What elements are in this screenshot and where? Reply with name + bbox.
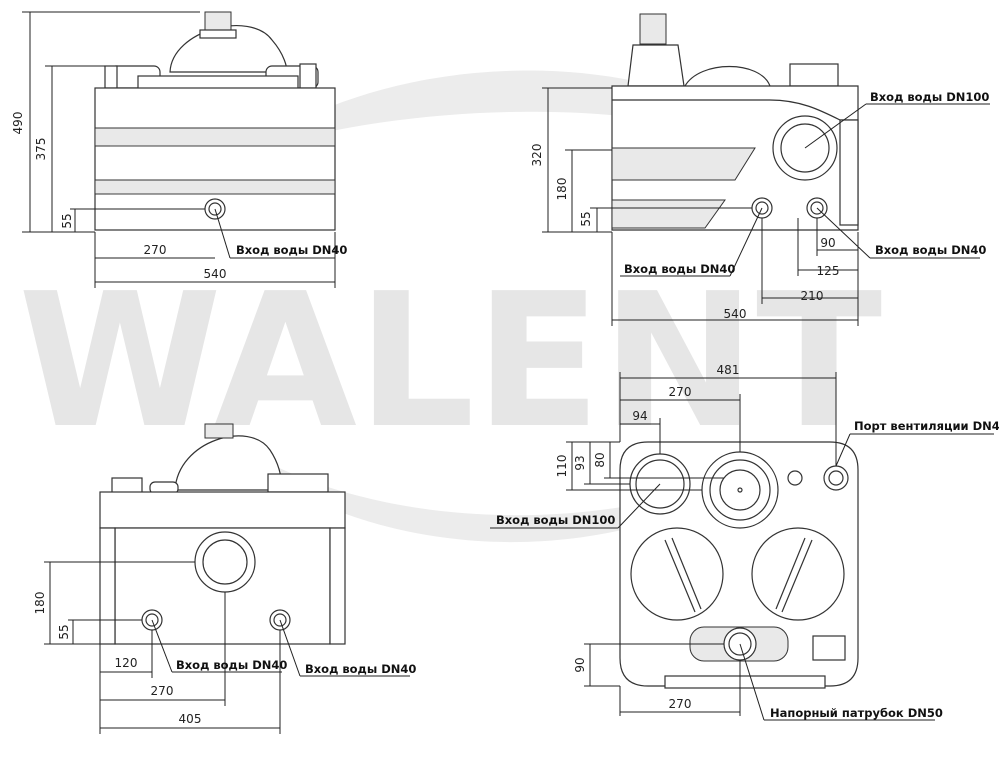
callout-side-dn100: Вход воды DN100: [870, 90, 989, 104]
dim-back-120: 120: [115, 656, 138, 670]
dim-front-375: 375: [34, 138, 48, 161]
callout-top-vent: Порт вентиляции DN40: [854, 419, 999, 433]
dim-side-55: 55: [579, 211, 593, 226]
dim-front-270: 270: [144, 243, 167, 257]
dim-side-90: 90: [820, 236, 835, 250]
side-view: 320 180 55 90 125 210 540 Вход воды DN10…: [530, 13, 990, 326]
dim-back-55: 55: [57, 624, 71, 639]
dim-top-270: 270: [669, 385, 692, 399]
top-view: 481 270 94 110 93 80 90 270 Порт вентиля…: [490, 363, 999, 721]
dim-side-180: 180: [555, 178, 569, 201]
dim-top-110: 110: [555, 455, 569, 478]
callout-top-dn50: Напорный патрубок DN50: [770, 706, 943, 720]
callout-top-dn100: Вход воды DN100: [496, 513, 615, 527]
callout-front-inlet: Вход воды DN40: [236, 243, 347, 257]
dim-back-180: 180: [33, 592, 47, 615]
callout-back-dn40-b: Вход воды DN40: [305, 662, 416, 676]
dim-top-94: 94: [632, 409, 647, 423]
front-view: 490 375 55 270 540 Вход воды DN40: [11, 11, 347, 288]
back-view: 180 55 120 270 405 Вход воды DN40 Вход в…: [33, 423, 416, 734]
dim-back-405: 405: [179, 712, 202, 726]
dim-side-125: 125: [817, 264, 840, 278]
callout-side-dn40-right: Вход воды DN40: [875, 243, 986, 257]
watermark-text: WALENT: [18, 253, 882, 469]
dim-side-320: 320: [530, 144, 544, 167]
dim-front-540: 540: [204, 267, 227, 281]
dim-top-80: 80: [593, 452, 607, 467]
dim-front-490: 490: [11, 112, 25, 135]
dim-side-210: 210: [801, 289, 824, 303]
dim-top-270b: 270: [669, 697, 692, 711]
dim-side-540: 540: [724, 307, 747, 321]
callout-back-dn40-a: Вход воды DN40: [176, 658, 287, 672]
dim-top-481: 481: [717, 363, 740, 377]
dim-top-93: 93: [573, 455, 587, 470]
callout-side-dn40-left: Вход воды DN40: [624, 262, 735, 276]
dim-front-55: 55: [60, 213, 74, 228]
dim-back-270: 270: [151, 684, 174, 698]
dim-top-90: 90: [573, 657, 587, 672]
